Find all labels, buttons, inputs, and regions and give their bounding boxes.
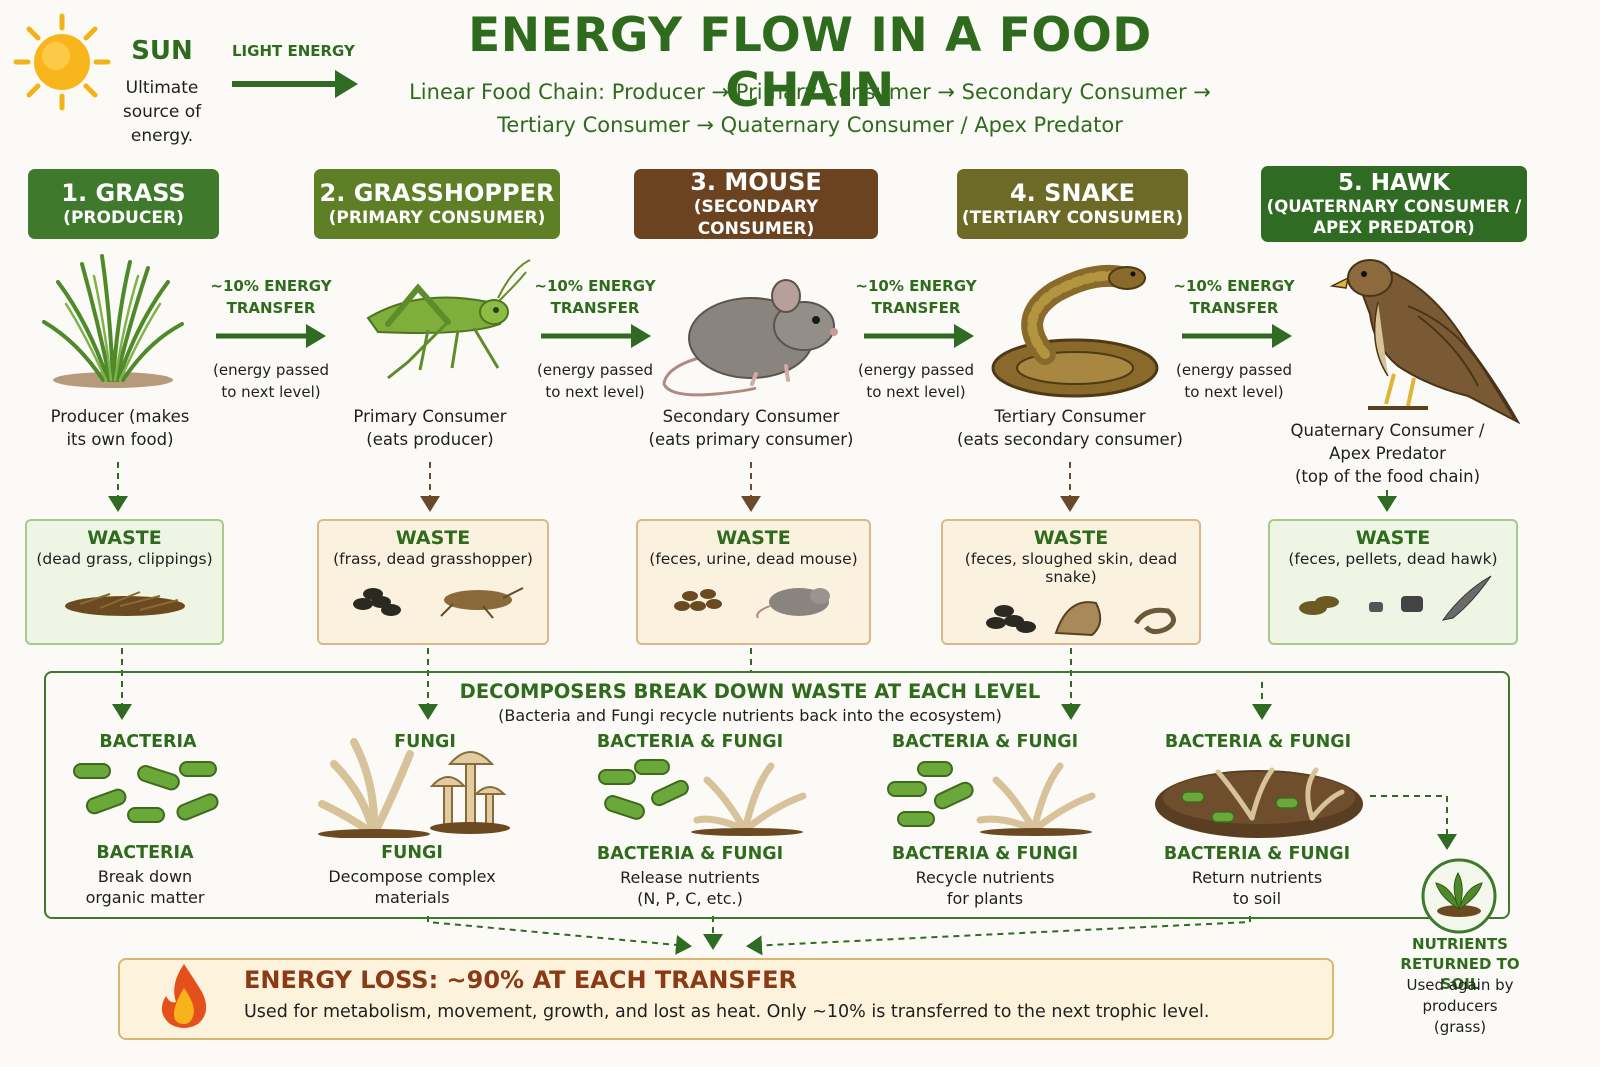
level-description-mouse: Secondary Consumer(eats primary consumer… [648,407,854,449]
level-badge-hawk: 5. HAWK (QUATERNARY CONSUMER / APEX PRED… [1261,166,1527,242]
level-description-grasshopper: Primary Consumer(eats producer) [353,407,507,449]
soil-decomposers-icon [1155,767,1363,838]
waste-box-grass: WASTE (dead grass, clippings) [25,519,224,645]
transfer-arrows [216,324,1292,348]
decomposer-name-1: BACTERIA [96,843,194,863]
level-badge-mouse: 3. MOUSE(SECONDARY CONSUMER) [634,168,878,239]
page-title: ENERGY FLOW IN A FOOD CHAIN [468,8,1152,118]
snake-icon [991,264,1159,398]
frass-icon [353,587,524,619]
energy-loss-text: Used for metabolism, movement, growth, a… [244,1002,1210,1022]
decomposer-desc-3: Release nutrients(N, P, C, etc.) [620,868,760,908]
grass-clippings-icon [64,591,185,616]
decomposer-head-3: BACTERIA & FUNGI [596,732,784,752]
energy-loss-box [118,958,1334,1040]
decomposers-section [44,671,1510,919]
bacteria-fungi-icon-2 [887,761,1096,836]
light-energy-label: LIGHT ENERGY [232,42,355,60]
grasshopper-icon [366,259,531,380]
droppings-icon [673,588,830,619]
grass-icon [42,254,184,388]
energy-loss-title: ENERGY LOSS: ~90% AT EACH TRANSFER [244,966,797,994]
decomposer-name-2: FUNGI [381,843,443,863]
decomposer-name-4: BACTERIA & FUNGI [891,844,1079,864]
decomposers-title: DECOMPOSERS BREAK DOWN WASTE AT EACH LEV… [459,680,1041,703]
decomposer-name-3: BACTERIA & FUNGI [596,844,784,864]
level-badge-grasshopper: 2. GRASSHOPPER(PRIMARY CONSUMER) [314,169,560,239]
hawk-icon [1329,259,1521,425]
decomposers-subtitle: (Bacteria and Fungi recycle nutrients ba… [498,706,1002,725]
sun-description: Ultimate source of energy. [122,78,202,146]
mouse-icon [662,279,838,397]
waste-box-grasshopper: WASTE (frass, dead grasshopper) [317,519,549,645]
sloughed-skin-icon [986,601,1176,637]
decomposer-head-1: BACTERIA [99,732,197,752]
sun-label: SUN [131,36,193,66]
page-subtitle: Linear Food Chain: Producer → Primary Co… [409,80,1211,137]
level-description-hawk: Quaternary Consumer /Apex Predator(top o… [1290,421,1485,486]
waste-box-mouse: WASTE (feces, urine, dead mouse) [636,519,871,645]
light-energy-arrow [232,70,358,98]
level-description-snake: Tertiary Consumer(eats secondary consume… [957,407,1183,449]
decomposer-head-5: BACTERIA & FUNGI [1164,732,1352,752]
sprout-icon [1421,858,1497,934]
bacteria-icon [73,761,219,823]
sun-icon [13,13,111,111]
waste-arrows [108,462,1397,512]
decomposer-name-5: BACTERIA & FUNGI [1163,844,1351,864]
level-badge-snake: 4. SNAKE(TERTIARY CONSUMER) [957,169,1188,239]
fungi-icon [318,738,510,838]
level-badge-grass: 1. GRASS(PRODUCER) [28,169,219,239]
pellets-feather-icon [1299,575,1492,621]
bacteria-fungi-icon-1 [598,759,807,836]
flame-icon [161,964,207,1028]
decomposer-head-4: BACTERIA & FUNGI [891,732,1079,752]
waste-box-hawk: WASTE (feces, pellets, dead hawk) [1268,519,1518,645]
waste-box-snake: WASTE (feces, sloughed skin, dead snake) [941,519,1201,645]
decomposer-head-2: FUNGI [394,732,456,752]
